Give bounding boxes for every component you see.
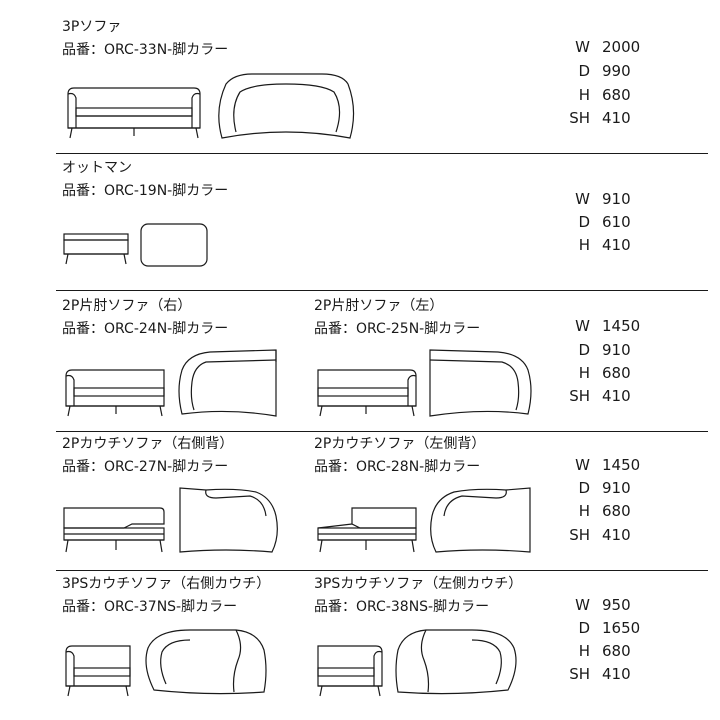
dim-value: 910 <box>602 479 631 497</box>
dimension-row: SH 410 <box>566 109 631 127</box>
product-name: オットマン <box>62 160 132 176</box>
dim-label: SH <box>569 387 590 405</box>
dim-value: 410 <box>602 526 631 544</box>
dim-value: 910 <box>602 341 631 359</box>
dim-value: 1650 <box>602 619 641 637</box>
dimension-row: W 910 <box>566 190 631 208</box>
dim-label: H <box>578 236 590 254</box>
dim-value: 410 <box>602 236 631 254</box>
dim-value: 1450 <box>602 317 641 335</box>
dim-value: 950 <box>602 596 631 614</box>
product-name: 3Pソファ <box>62 19 122 35</box>
couch-3ps-right-top-view <box>145 629 267 695</box>
section-divider <box>56 570 708 571</box>
dim-label: SH <box>569 526 590 544</box>
product-code: 品番：ORC-38NS-脚カラー <box>314 599 490 615</box>
dimension-row: H 680 <box>566 642 631 660</box>
product-code: 品番：ORC-28N-脚カラー <box>314 459 481 475</box>
couch-2p-left-back-top-view <box>430 487 531 553</box>
dimension-row: H 680 <box>566 86 631 104</box>
dim-value: 410 <box>602 387 631 405</box>
section-divider <box>56 431 708 432</box>
product-name: 2P片肘ソファ（左） <box>314 298 444 314</box>
dimension-row: H 680 <box>566 364 631 382</box>
sofa-3p-top-view <box>218 73 355 139</box>
dim-label: W <box>575 190 590 208</box>
sofa-2p-arm-right-top-view <box>178 349 277 417</box>
dim-label: SH <box>569 665 590 683</box>
product-code: 品番：ORC-25N-脚カラー <box>314 321 481 337</box>
dimension-row: H 410 <box>566 236 631 254</box>
ottoman-top-view <box>140 223 208 267</box>
dim-label: H <box>578 86 590 104</box>
dimension-row: D 910 <box>566 479 631 497</box>
dimension-row: D 990 <box>566 62 631 80</box>
dimension-row: H 680 <box>566 502 631 520</box>
product-name: 2Pカウチソファ（右側背） <box>62 436 234 452</box>
dim-value: 410 <box>602 665 631 683</box>
sofa-2p-arm-left-top-view <box>429 349 532 417</box>
dim-label: W <box>575 38 590 56</box>
dim-value: 910 <box>602 190 631 208</box>
dimension-row: D 1650 <box>566 619 640 637</box>
dim-value: 680 <box>602 86 631 104</box>
product-name: 2Pカウチソファ（左側背） <box>314 436 486 452</box>
dim-value: 680 <box>602 364 631 382</box>
dimension-row: W 950 <box>566 596 631 614</box>
sofa-2p-arm-left-side-view <box>317 369 417 417</box>
dimension-row: SH 410 <box>566 665 631 683</box>
dim-value: 610 <box>602 213 631 231</box>
product-name: 3PSカウチソファ（右側カウチ） <box>62 576 271 592</box>
dim-value: 680 <box>602 502 631 520</box>
dim-value: 2000 <box>602 38 641 56</box>
dim-label: D <box>578 213 590 231</box>
section-divider <box>56 153 708 154</box>
dim-value: 680 <box>602 642 631 660</box>
dim-label: D <box>578 619 590 637</box>
dimension-row: W 2000 <box>566 38 640 56</box>
dim-label: D <box>578 479 590 497</box>
product-code: 品番：ORC-27N-脚カラー <box>62 459 229 475</box>
dim-value: 1450 <box>602 456 641 474</box>
product-name: 3PSカウチソファ（左側カウチ） <box>314 576 523 592</box>
dim-label: D <box>578 62 590 80</box>
dimension-row: D 910 <box>566 341 631 359</box>
couch-2p-right-back-top-view <box>179 487 278 553</box>
section-divider <box>56 290 708 291</box>
dimension-row: SH 410 <box>566 526 631 544</box>
product-name: 2P片肘ソファ（右） <box>62 298 192 314</box>
dim-label: H <box>578 502 590 520</box>
product-code: 品番：ORC-33N-脚カラー <box>62 42 229 58</box>
product-code: 品番：ORC-19N-脚カラー <box>62 183 229 199</box>
dimension-row: W 1450 <box>566 317 640 335</box>
dim-label: W <box>575 456 590 474</box>
dim-label: SH <box>569 109 590 127</box>
dimension-row: SH 410 <box>566 387 631 405</box>
sofa-2p-arm-right-side-view <box>65 369 165 417</box>
couch-3ps-right-side-view <box>65 645 131 697</box>
dim-label: H <box>578 364 590 382</box>
dim-label: W <box>575 596 590 614</box>
dim-value: 410 <box>602 109 631 127</box>
sofa-3p-side-view <box>67 87 201 139</box>
couch-3ps-left-side-view <box>317 645 383 697</box>
dim-label: H <box>578 642 590 660</box>
couch-3ps-left-top-view <box>395 629 517 695</box>
dim-label: D <box>578 341 590 359</box>
dim-label: W <box>575 317 590 335</box>
dimension-row: W 1450 <box>566 456 640 474</box>
product-code: 品番：ORC-37NS-脚カラー <box>62 599 238 615</box>
dimension-row: D 610 <box>566 213 631 231</box>
ottoman-side-view <box>63 233 129 265</box>
product-code: 品番：ORC-24N-脚カラー <box>62 321 229 337</box>
couch-2p-right-back-side-view <box>63 507 165 553</box>
dim-value: 990 <box>602 62 631 80</box>
couch-2p-left-back-side-view <box>317 507 417 553</box>
